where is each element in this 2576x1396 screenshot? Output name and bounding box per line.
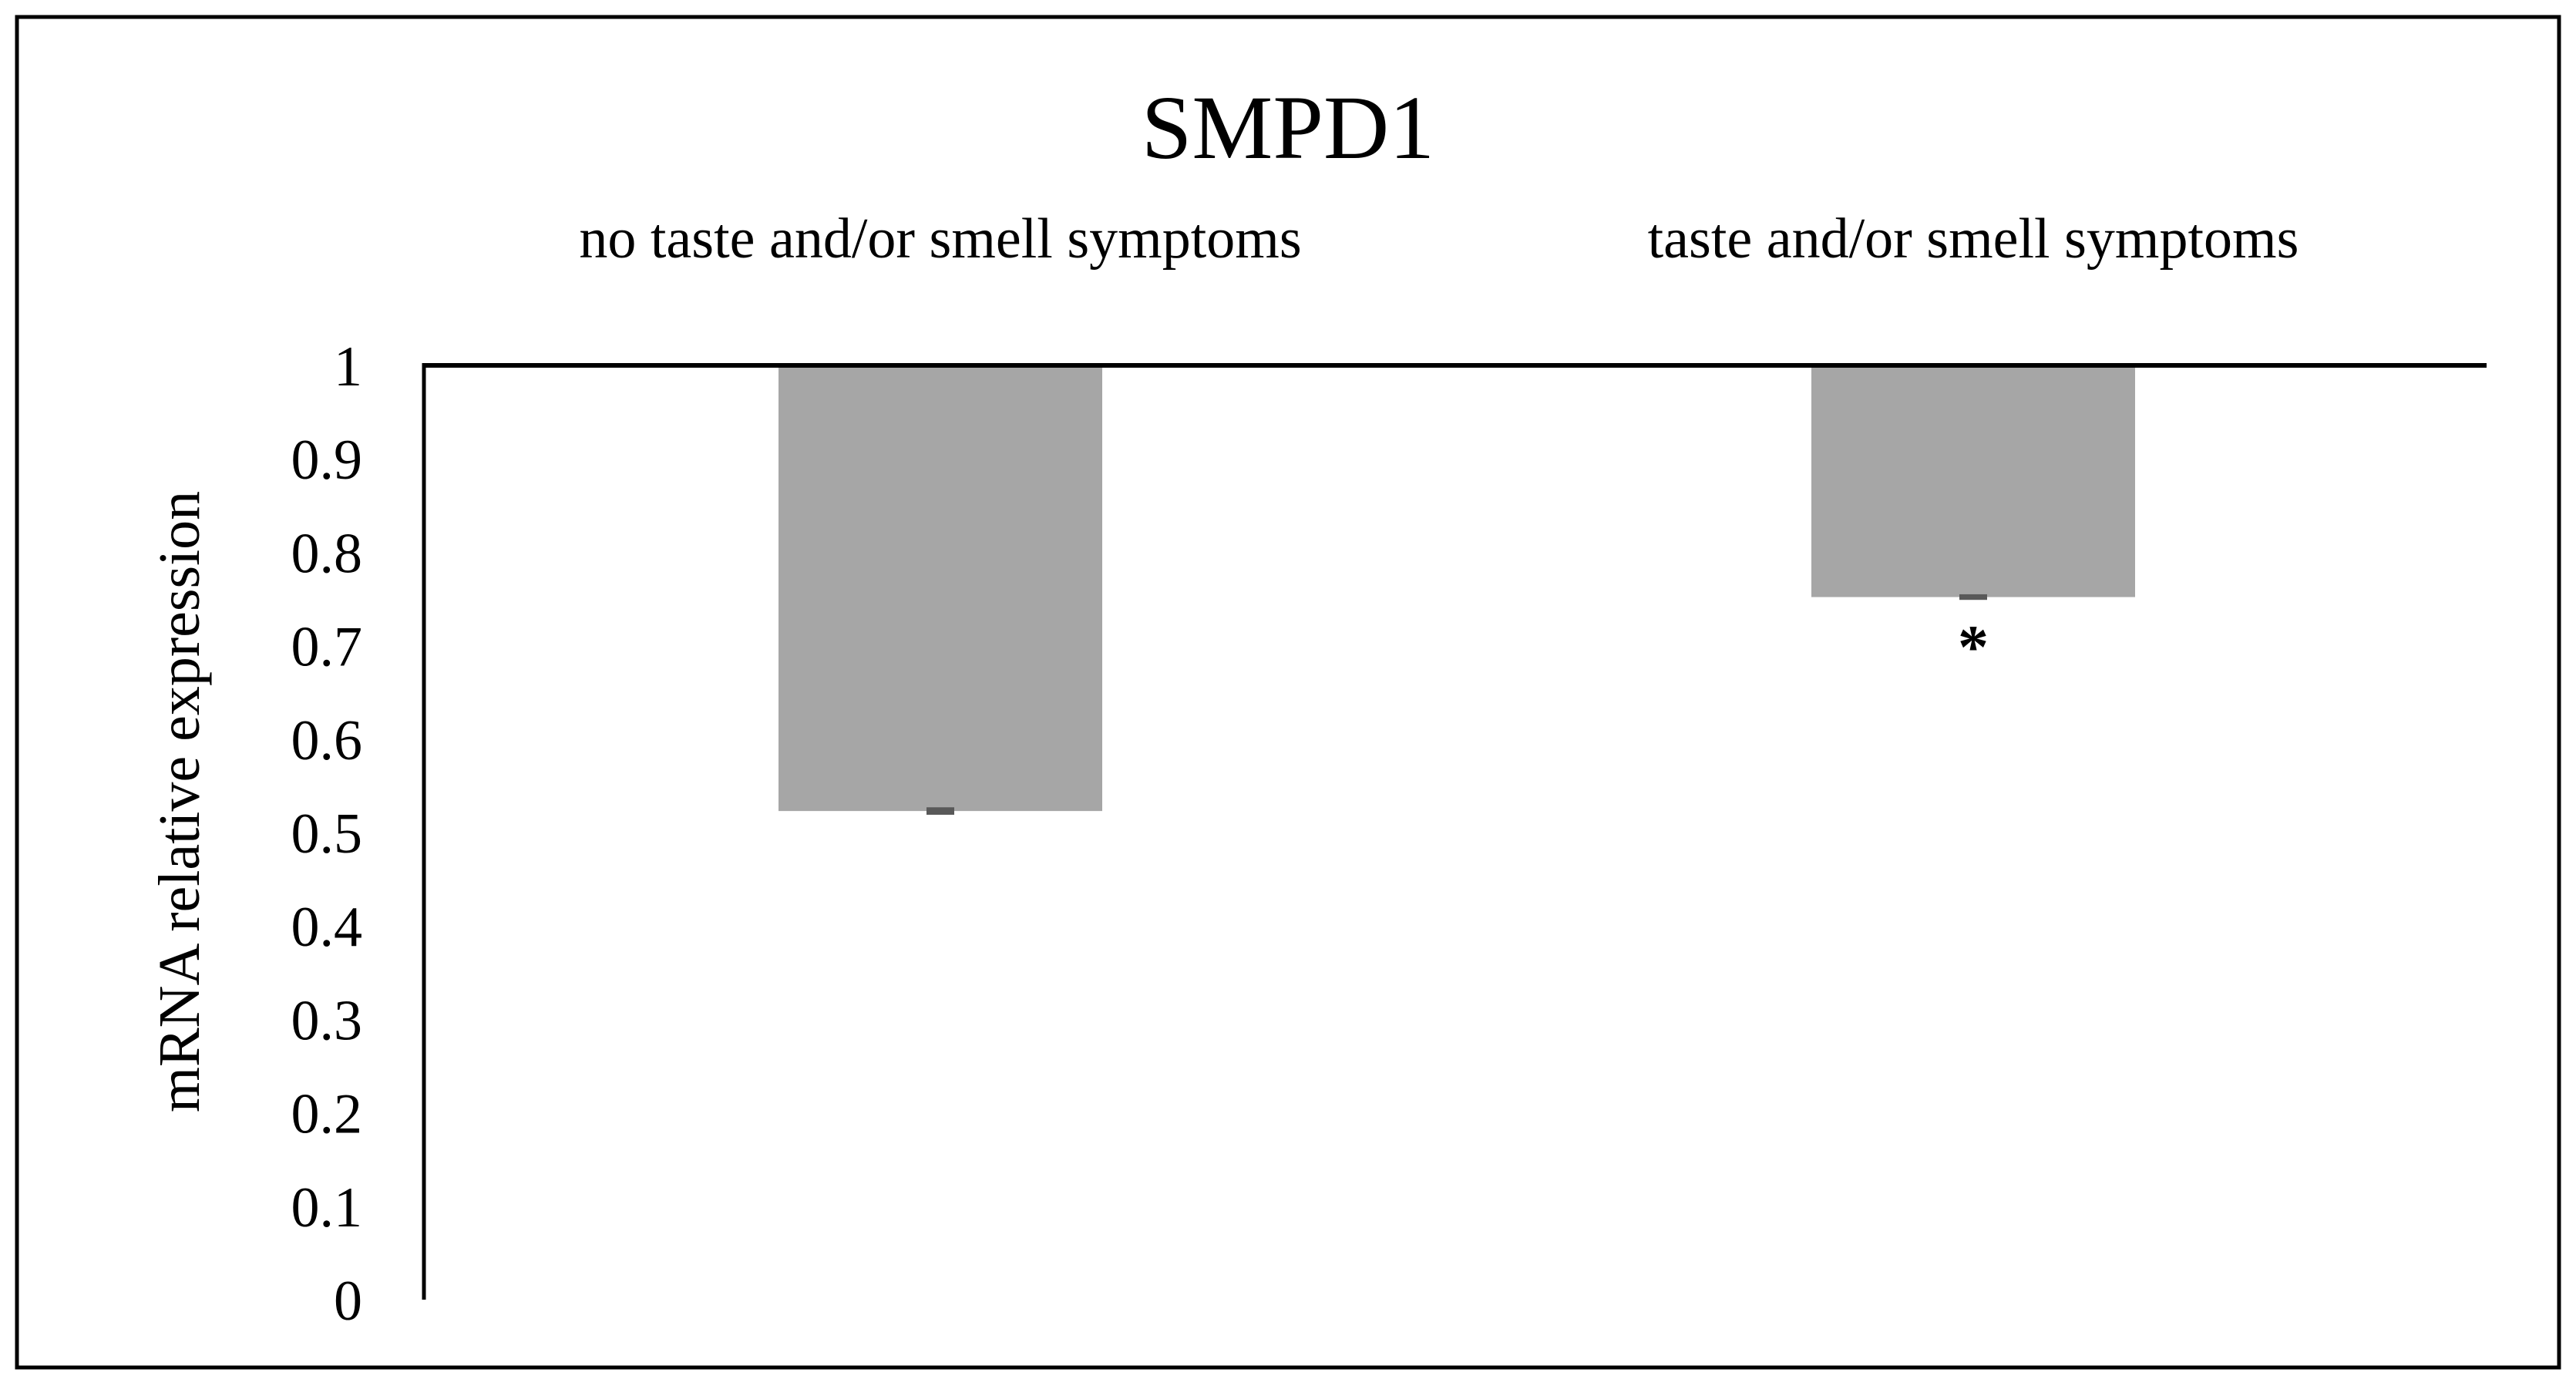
chart-title: SMPD1 (1142, 77, 1434, 178)
y-tick-label: 0.7 (291, 616, 363, 679)
error-bars (926, 594, 1987, 815)
significance-marker: * (1958, 614, 1989, 682)
bar (1811, 365, 2135, 597)
y-tick-label: 0.5 (291, 802, 363, 866)
y-tick-label: 1 (334, 335, 362, 399)
y-tick-label: 0.2 (291, 1083, 363, 1146)
bars (779, 365, 2135, 812)
y-tick-label: 0.6 (291, 709, 363, 772)
y-tick-label: 0.3 (291, 989, 363, 1052)
y-tick-label: 0.4 (291, 896, 363, 959)
y-tick-label: 0.8 (291, 522, 363, 585)
category-label: taste and/or smell symptoms (1648, 207, 2299, 271)
error-bar (1959, 594, 1987, 600)
y-tick-label: 0.9 (291, 429, 363, 492)
category-label: no taste and/or smell symptoms (579, 207, 1301, 271)
y-tick-label: 0 (334, 1270, 362, 1333)
chart-border (15, 15, 2561, 1370)
bar (779, 365, 1102, 812)
category-labels: no taste and/or smell symptoms taste and/… (579, 207, 2299, 271)
y-axis-ticks: 0 0.1 0.2 0.3 0.4 0.5 0.6 0.7 0.8 0.9 1 (291, 335, 363, 1333)
y-tick-label: 0.1 (291, 1176, 363, 1240)
error-bar (926, 807, 954, 815)
annotations: * (1958, 614, 1989, 682)
y-axis-label: mRNA relative expression (147, 491, 212, 1112)
